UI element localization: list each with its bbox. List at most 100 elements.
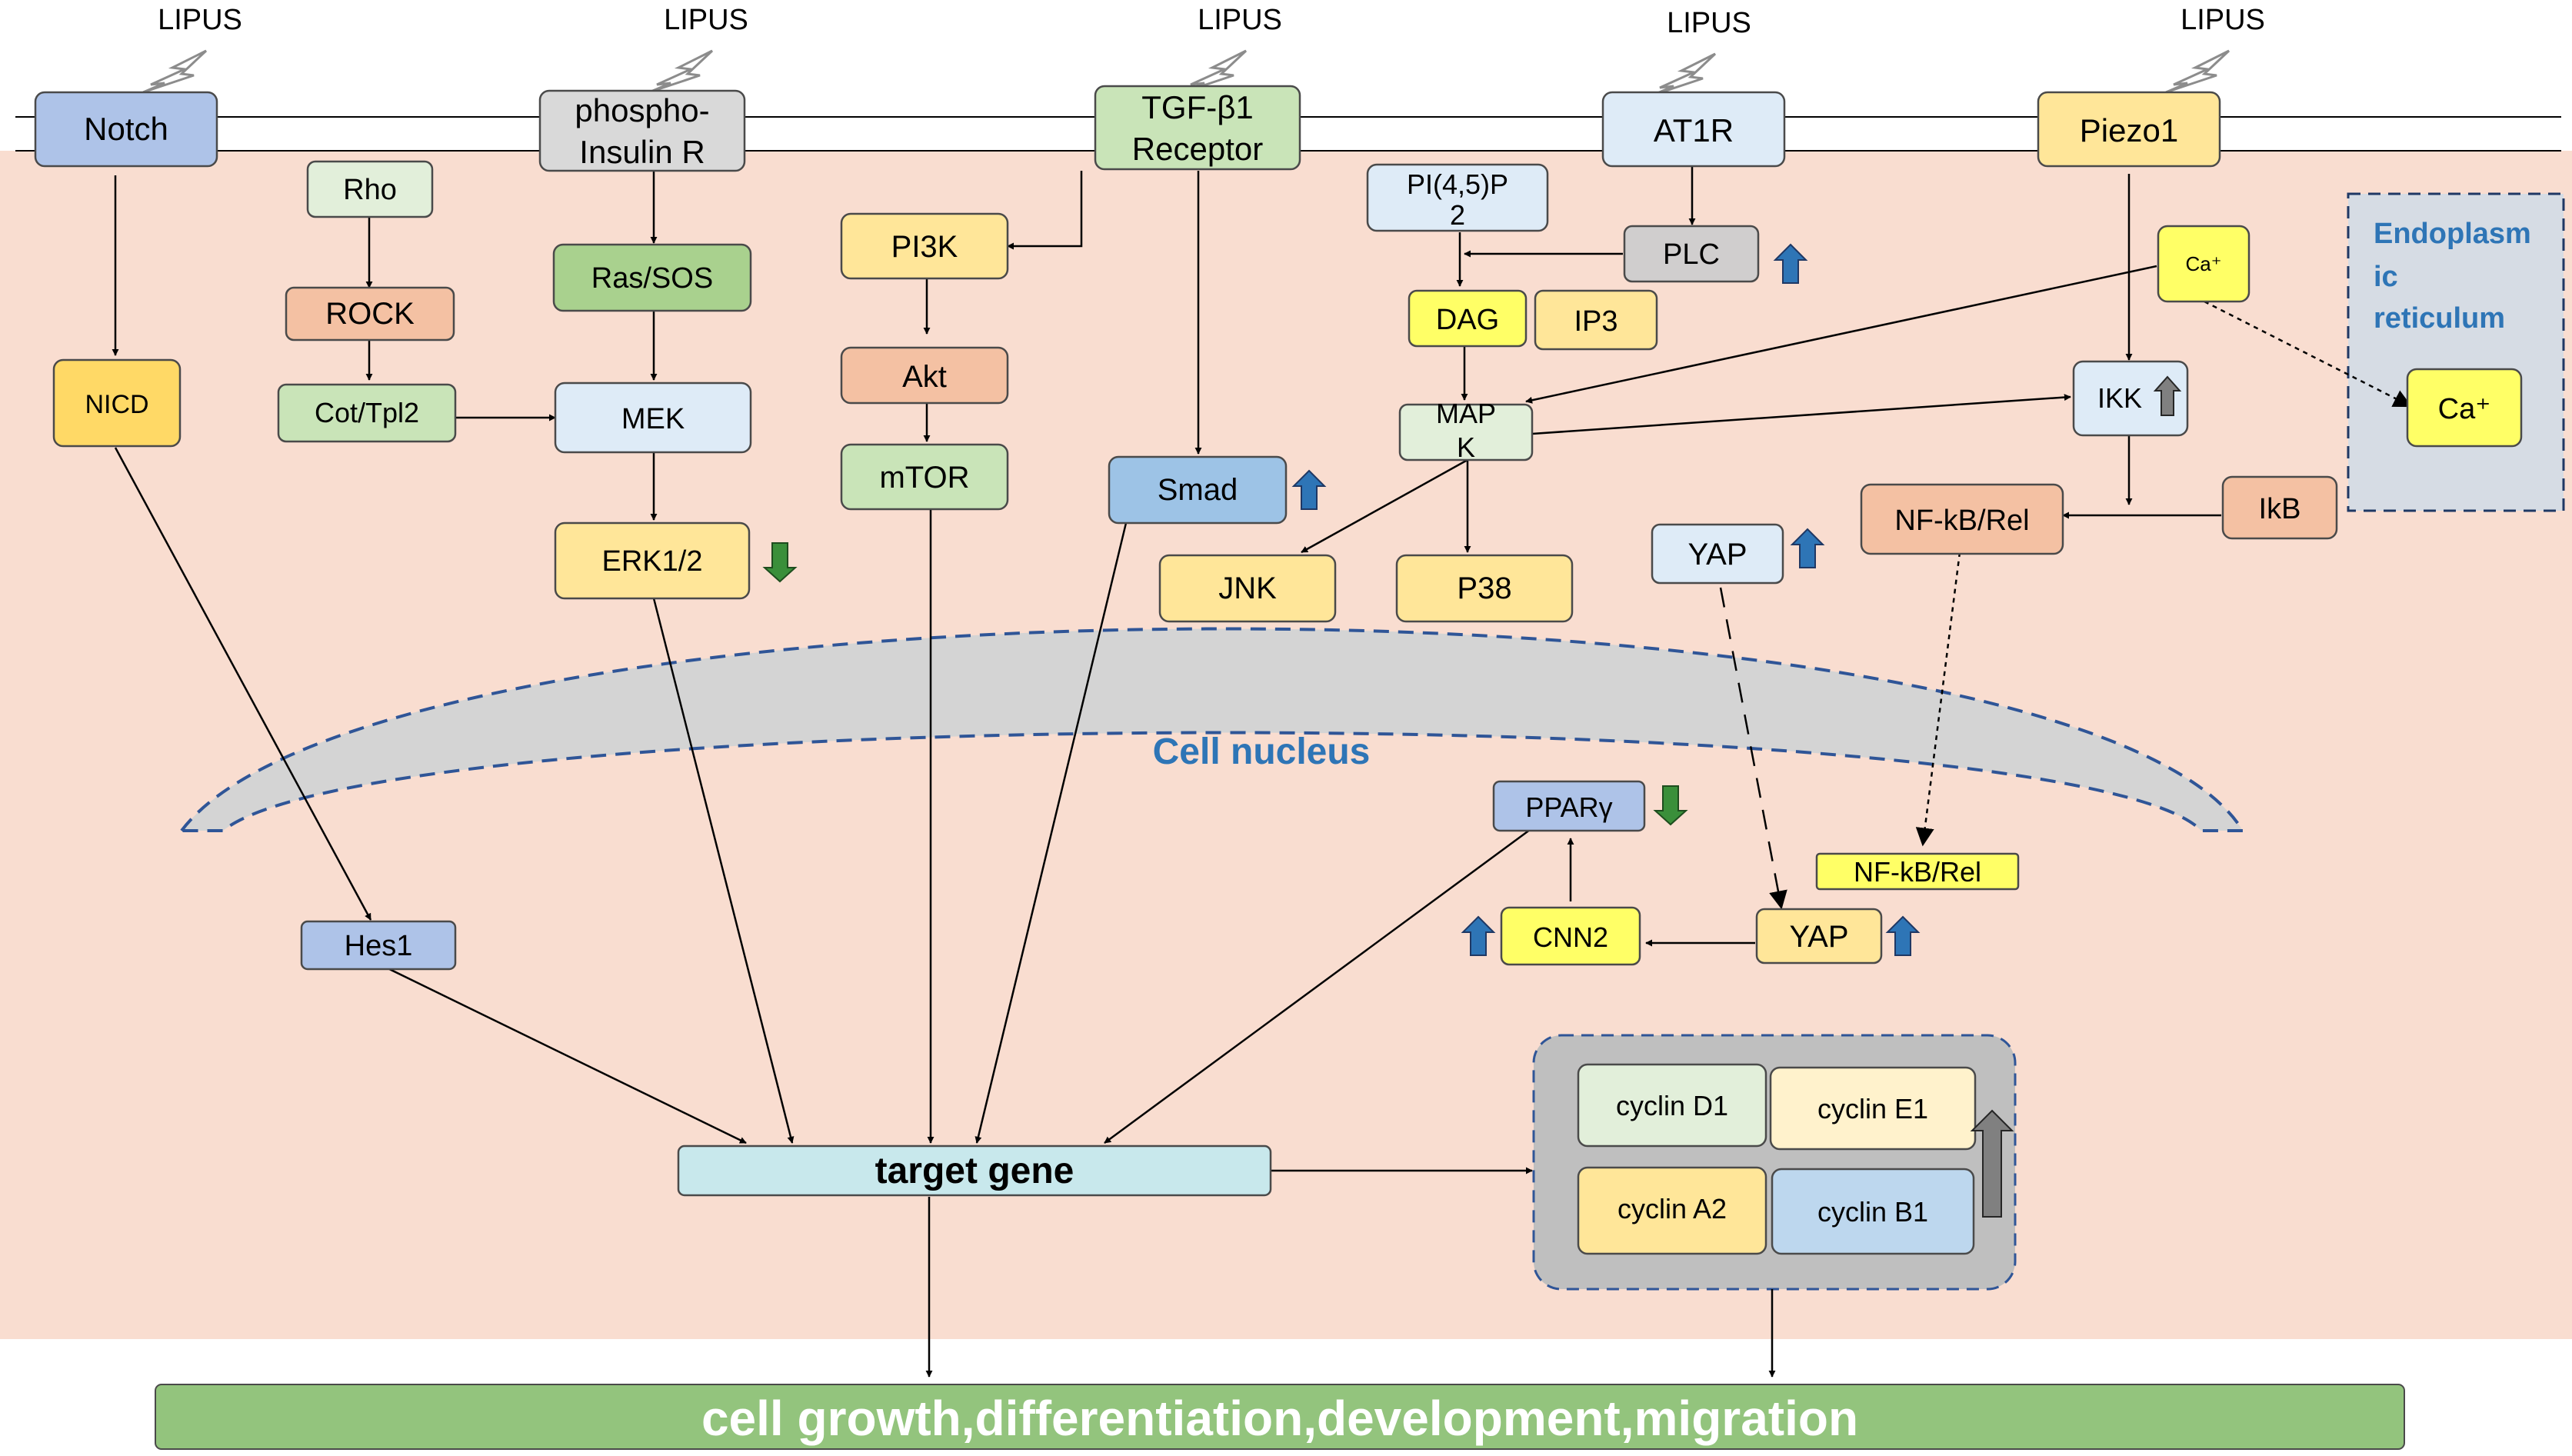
- target-gene-node: [677, 1144, 1272, 1197]
- ip3-node: [1534, 289, 1658, 351]
- cyclin-d1-node: [1577, 1063, 1767, 1148]
- erk-down-arrow-icon: [762, 542, 798, 583]
- ip3-label: IP3: [1574, 305, 1617, 338]
- cyclin-e1-label: cyclin E1: [1817, 1093, 1928, 1124]
- yap-nucleus-up-arrow-icon: [1885, 915, 1921, 956]
- yap-cytosol-up-arrow-icon: [1790, 528, 1825, 568]
- cot-tpl2-node: [277, 383, 457, 443]
- rho-label: Rho: [343, 174, 397, 206]
- yap-cytosol-node: [1651, 523, 1784, 585]
- mtor-label: mTOR: [879, 461, 969, 495]
- mek-label: MEK: [621, 403, 685, 435]
- cyclin-a2-node: [1577, 1166, 1767, 1255]
- smad-node: [1108, 455, 1288, 525]
- nucleus-envelope: [178, 627, 2246, 832]
- connector: [1104, 815, 1548, 1144]
- insulin-receptor-label-1: phospho-: [575, 92, 709, 128]
- yap-nucleus-label: YAP: [1789, 920, 1848, 954]
- lipus-label-notch: LIPUS: [158, 4, 242, 36]
- mtor-node: [840, 443, 1009, 511]
- nicd-node: [52, 358, 182, 448]
- connector: [379, 963, 747, 1144]
- plc-node: [1623, 225, 1760, 283]
- outcome-bar: [155, 1384, 2405, 1450]
- er-label-line1: Endoplasm: [2374, 218, 2531, 250]
- mapk-label-2: K: [1457, 431, 1475, 463]
- cyclin-a2-label: cyclin A2: [1617, 1193, 1727, 1224]
- hes1-node: [300, 920, 457, 971]
- cyclins-up-arrow-icon: [1970, 1109, 2014, 1218]
- ikk-label: IKK: [2097, 382, 2142, 414]
- connector: [652, 598, 795, 1144]
- jnk-node: [1158, 554, 1337, 623]
- pparg-node: [1492, 780, 1646, 832]
- cnn2-label: CNN2: [1533, 921, 1608, 953]
- connector: [1301, 458, 1468, 554]
- pparg-down-arrow-icon: [1653, 785, 1688, 826]
- pip2-label-1: PI(4,5)P: [1407, 168, 1508, 200]
- cyclin-b1-node: [1771, 1168, 1975, 1255]
- er-label-line3: reticulum: [2374, 302, 2505, 335]
- ikk-node: [2072, 360, 2189, 437]
- outcome-label: cell growth,differentiation,development,…: [701, 1391, 1858, 1446]
- smad-up-arrow-icon: [1291, 469, 1327, 510]
- p38-label: P38: [1457, 571, 1511, 605]
- cnn2-up-arrow-icon: [1461, 915, 1496, 956]
- nfkb-nucleus-label: NF-kB/Rel: [1854, 856, 1981, 888]
- pip2-node: [1366, 163, 1549, 232]
- akt-node: [840, 346, 1009, 405]
- insulin-receptor: [538, 89, 746, 172]
- ikb-node: [2221, 475, 2338, 540]
- pparg-label: PPARγ: [1525, 791, 1612, 823]
- smad-label: Smad: [1158, 473, 1238, 507]
- connector: [1007, 171, 1083, 250]
- target-gene-label: target gene: [875, 1151, 1074, 1191]
- plc-up-arrow-icon: [1773, 243, 1808, 284]
- insulin-receptor-label-2: Insulin R: [579, 134, 705, 170]
- connector-dashed: [2204, 300, 2413, 408]
- erk-node: [554, 521, 751, 600]
- jnk-label: JNK: [1218, 571, 1277, 605]
- connector-dashed: [1915, 551, 1961, 847]
- lipus-label-tgf: LIPUS: [1198, 4, 1282, 36]
- ca-er-node: [2406, 368, 2523, 448]
- er-label-line2: ic: [2374, 261, 2398, 293]
- lipus-label-insulin: LIPUS: [664, 4, 748, 36]
- rock-node: [285, 286, 455, 342]
- tgf-beta1-receptor-label-1: TGF-β1: [1141, 89, 1253, 125]
- akt-label: Akt: [902, 360, 947, 394]
- rho-node: [306, 160, 434, 218]
- ca-cytosol-node: [2157, 225, 2250, 303]
- hes1-label: Hes1: [345, 930, 413, 962]
- lipus-label-piezo1: LIPUS: [2181, 4, 2265, 36]
- ikb-label: IkB: [2259, 493, 2301, 525]
- connector-dashed: [1719, 587, 1787, 910]
- mek-node: [554, 381, 752, 454]
- nicd-label: NICD: [85, 390, 148, 419]
- at1r-receptor-label: AT1R: [1654, 112, 1734, 148]
- tgf-beta1-receptor: [1094, 85, 1301, 171]
- erk-label: ERK1/2: [602, 545, 703, 578]
- ca-cytosol-label: Ca⁺: [2186, 252, 2222, 275]
- ras-sos-label: Ras/SOS: [591, 262, 713, 295]
- pi3k-node: [840, 212, 1009, 280]
- p38-node: [1395, 554, 1574, 623]
- at1r-receptor: [1601, 91, 1786, 168]
- connector: [114, 447, 372, 921]
- cnn2-node: [1500, 906, 1641, 966]
- notch-receptor: [34, 91, 218, 168]
- endoplasmic-reticulum: [2347, 192, 2565, 512]
- ca-er-label: Ca⁺: [2438, 393, 2491, 425]
- connector: [1525, 265, 2157, 404]
- pi3k-label: PI3K: [891, 230, 958, 264]
- lightning-icon: [648, 49, 714, 94]
- lightning-icon: [1182, 49, 1248, 94]
- mapk-node: [1398, 403, 1534, 461]
- mapk-label-1: MAP: [1436, 398, 1496, 429]
- nucleus-label: Cell nucleus: [1153, 731, 1371, 772]
- plc-label: PLC: [1663, 238, 1720, 271]
- lightning-icon: [2165, 49, 2231, 94]
- cyclin-b1-label: cyclin B1: [1817, 1196, 1928, 1228]
